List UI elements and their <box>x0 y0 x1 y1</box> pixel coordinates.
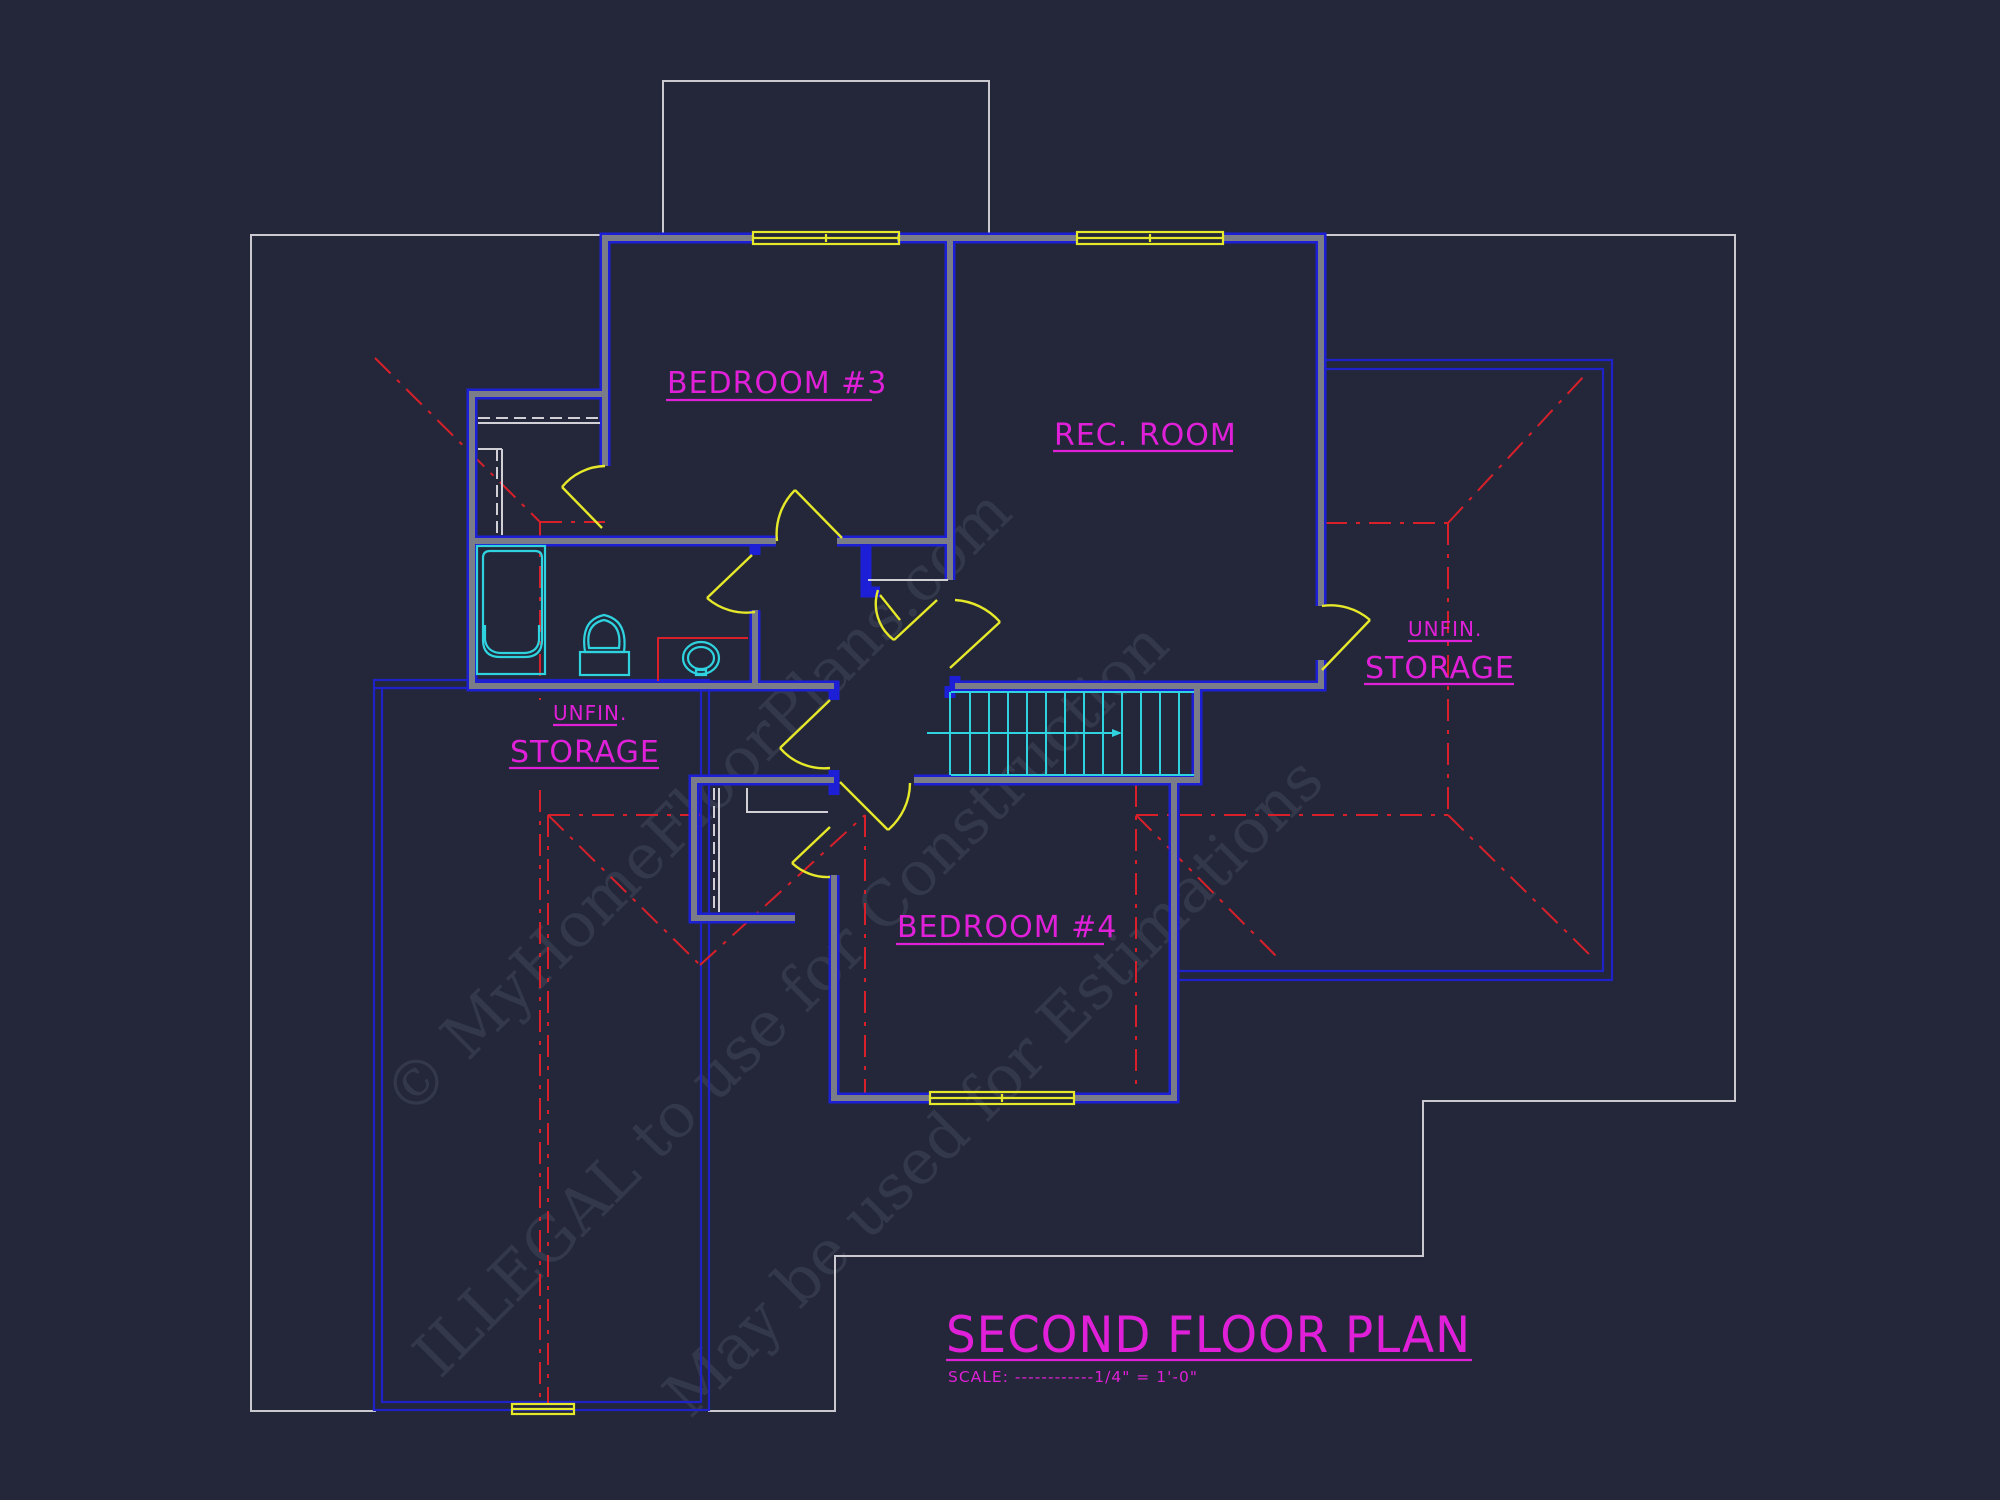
windows <box>510 230 1225 1416</box>
label-storage-right: STORAGE <box>1365 651 1515 686</box>
door-storage-right <box>1321 604 1371 671</box>
room-labels: BEDROOM #3 REC. ROOM BEDROOM #4 UNFIN. S… <box>509 366 1515 946</box>
staircase <box>927 691 1194 776</box>
plan-scale: SCALE: ------------1/4" = 1'-0" <box>948 1368 1198 1386</box>
window-rec-room <box>1075 230 1225 246</box>
door-bath <box>706 554 756 614</box>
label-bedroom-4: BEDROOM #4 <box>897 910 1117 945</box>
title-block: SECOND FLOOR PLAN SCALE: ------------1/4… <box>946 1306 1472 1386</box>
door-bedroom4 <box>839 781 912 831</box>
closet-shelves <box>478 417 948 912</box>
door-bedroom4-closet <box>791 826 831 879</box>
vanity-icon <box>657 637 748 681</box>
door-bedroom3 <box>775 489 843 542</box>
plan-title: SECOND FLOOR PLAN <box>946 1306 1471 1364</box>
label-storage-left: STORAGE <box>510 735 660 770</box>
door-linen <box>874 589 938 641</box>
door-closet <box>561 464 606 529</box>
label-rec-room: REC. ROOM <box>1054 418 1237 453</box>
door-storage-left <box>779 699 831 770</box>
eave-lines <box>372 358 1614 1412</box>
watermark: © MyHomeFloorPlans.com ILLEGAL to use fo… <box>369 474 1337 1430</box>
label-storage-left-unfin: UNFIN. <box>553 701 627 725</box>
wall-hatch <box>469 235 1324 1101</box>
arrow-head-icon <box>1112 729 1122 737</box>
label-bedroom-3: BEDROOM #3 <box>667 366 887 401</box>
label-storage-right-unfin: UNFIN. <box>1408 617 1482 641</box>
roof-ridges <box>374 357 1596 1405</box>
toilet-icon <box>578 613 631 677</box>
window-bedroom3 <box>751 230 901 246</box>
bathtub-icon <box>475 544 547 676</box>
doors <box>561 464 1371 879</box>
window-bedroom4 <box>928 1090 1076 1106</box>
window-storage-left <box>510 1402 576 1416</box>
door-rec-room <box>949 598 1001 669</box>
bath-fixtures <box>475 544 748 681</box>
walls <box>466 232 1327 1104</box>
